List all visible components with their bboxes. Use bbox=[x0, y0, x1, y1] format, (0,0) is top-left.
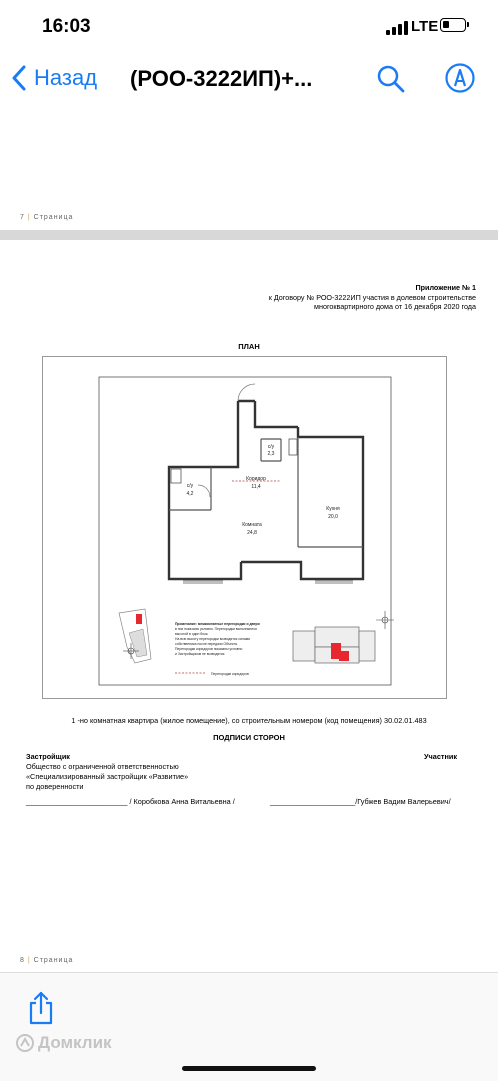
room-area: 24,8 bbox=[247, 530, 257, 536]
plan-heading: ПЛАН bbox=[238, 342, 260, 351]
participant-heading: Участник bbox=[424, 752, 458, 761]
bottom-toolbar: Домклик bbox=[0, 972, 498, 1081]
signatures-heading: ПОДПИСИ СТОРОН bbox=[213, 733, 285, 742]
developer-block: Застройщик Общество с ограниченной ответ… bbox=[26, 752, 188, 792]
plan-note-line: Перегородки коридоров показаны условно bbox=[175, 647, 242, 651]
page-7: 7 | Страница bbox=[0, 104, 498, 230]
bath2-area: 4,2 bbox=[187, 491, 194, 497]
status-bar: 16:03 LTE bbox=[0, 0, 498, 52]
page-7-footer: 7 | Страница bbox=[20, 214, 74, 221]
plan-note-line: в них показаны условно. Перегородки выпо… bbox=[175, 627, 257, 631]
search-button[interactable] bbox=[376, 64, 406, 94]
page-8-footer: 8 | Страница bbox=[20, 957, 74, 964]
plan-note-line: Примечание: межкомнатные перегородки и д… bbox=[175, 622, 260, 626]
page-separator bbox=[0, 230, 498, 240]
plan-note-line: и Застройщиком не возводятся. bbox=[175, 652, 225, 656]
floor-plan: с/у 2,3 с/у 4,2 Коридор 11,4 Кухня 20,0 … bbox=[42, 356, 447, 699]
appendix-line: к Договору № РОО-3222ИП участия в долево… bbox=[268, 292, 476, 302]
share-button[interactable] bbox=[28, 991, 54, 1025]
document-title: (РОО-3222ИП)+... bbox=[130, 66, 313, 91]
participant-block: Участник bbox=[424, 752, 457, 762]
developer-signature-line: _________________________ / Коробкова Ан… bbox=[26, 797, 235, 806]
chevron-left-icon bbox=[12, 65, 26, 91]
share-icon bbox=[29, 991, 53, 1025]
page-8: Приложение № 1 к Договору № РОО-3222ИП у… bbox=[0, 240, 498, 970]
participant-signature-line: _____________________/Губжев Вадим Валер… bbox=[270, 797, 451, 806]
clock: 16:03 bbox=[42, 16, 91, 37]
cellular-signal-icon bbox=[386, 21, 408, 35]
markup-button[interactable] bbox=[444, 62, 476, 94]
legend-label: Перегородки коридоров bbox=[211, 672, 249, 676]
compass-icon bbox=[123, 643, 139, 659]
developer-line: Общество с ограниченной ответственностью bbox=[26, 762, 179, 771]
floor-plan-drawing: с/у 2,3 с/у 4,2 Коридор 11,4 Кухня 20,0 … bbox=[98, 376, 394, 686]
developer-line: по доверенности bbox=[26, 782, 84, 791]
compass-icon bbox=[376, 611, 394, 629]
search-icon bbox=[377, 65, 405, 93]
appendix-title: Приложение № 1 bbox=[415, 283, 476, 292]
corridor-label: Коридор bbox=[246, 476, 266, 482]
developer-line: «Специализированный застройщик «Развитие… bbox=[26, 772, 189, 781]
appendix-line: многоквартирного дома от 16 декабря 2020… bbox=[314, 302, 476, 311]
developer-heading: Застройщик bbox=[26, 752, 70, 761]
plan-note-line: На всю высоту перегородки возводятся сил… bbox=[175, 637, 250, 641]
network-type: LTE bbox=[411, 18, 439, 35]
apartment-description: 1 -но комнатная квартира (жилое помещени… bbox=[71, 716, 427, 725]
bath1-label: с/у bbox=[268, 444, 275, 450]
navigation-bar: Назад (РОО-3222ИП)+... bbox=[0, 52, 498, 104]
battery-icon bbox=[440, 18, 469, 32]
room-label: Комната bbox=[242, 522, 262, 528]
markup-pen-icon bbox=[445, 63, 475, 93]
plan-note: Примечание: межкомнатные перегородки и д… bbox=[175, 622, 260, 656]
floor-key-plan bbox=[292, 626, 376, 664]
plan-note-line: высотой в один блок. bbox=[175, 632, 208, 636]
site-plan-left bbox=[118, 608, 152, 664]
corridor-area: 11,4 bbox=[251, 484, 261, 490]
home-indicator[interactable] bbox=[182, 1066, 316, 1071]
watermark-label: Домклик bbox=[38, 1033, 112, 1052]
watermark: Домклик bbox=[16, 1033, 112, 1053]
back-label: Назад bbox=[34, 65, 98, 90]
domclick-logo-icon bbox=[16, 1034, 34, 1052]
plan-note-line: собственника после передачи Объекта. bbox=[175, 642, 238, 646]
back-button[interactable]: Назад bbox=[12, 62, 97, 94]
bath2-label: с/у bbox=[187, 483, 194, 489]
kitchen-label: Кухня bbox=[326, 506, 340, 512]
kitchen-area: 20,0 bbox=[328, 514, 338, 520]
bath1-area: 2,3 bbox=[268, 451, 275, 457]
appendix-header: Приложение № 1 к Договору № РОО-3222ИП у… bbox=[269, 283, 476, 312]
